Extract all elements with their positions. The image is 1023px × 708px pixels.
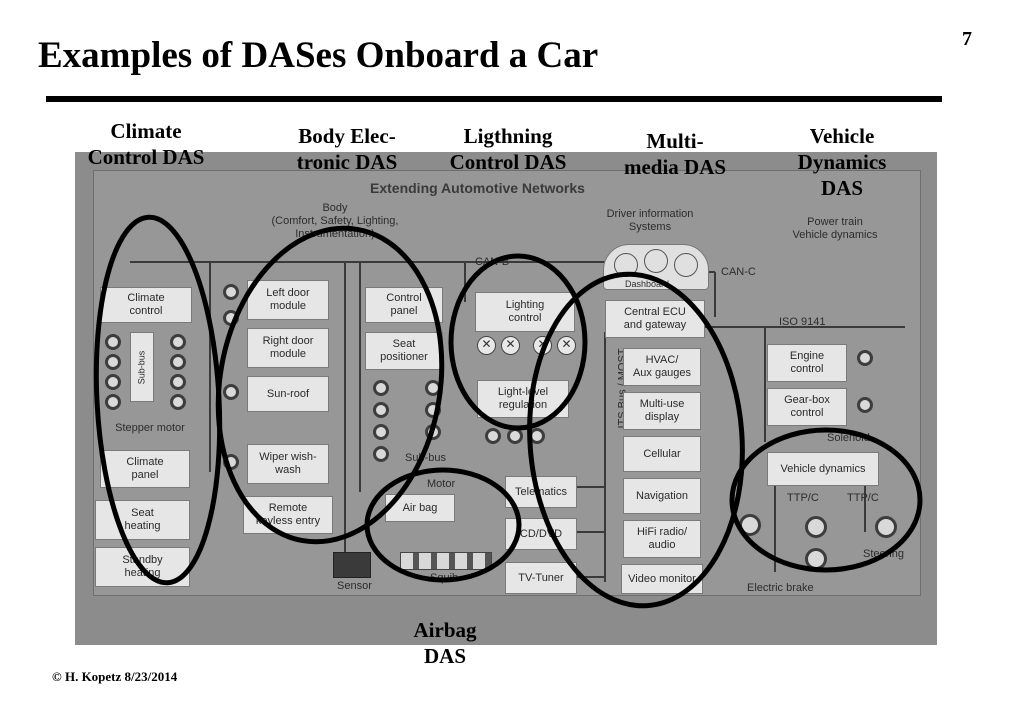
footer-copyright: © H. Kopetz 8/23/2014 [52, 669, 178, 684]
gearbox-control-box: Gear-box control [767, 388, 847, 426]
brake-knob-2 [805, 516, 827, 538]
vehicle-das-label: Vehicle Dynamics DAS [772, 123, 912, 201]
driver-info-caption: Driver information Systems [606, 208, 694, 233]
sensor-block [333, 552, 371, 578]
page-number: 7 [962, 28, 972, 50]
sensor-label: Sensor [337, 580, 372, 592]
climate-control-box: Climate control [100, 287, 192, 323]
lamp-icon-4: ✕ [557, 336, 576, 355]
vehicle-das-line-1: Vehicle [809, 124, 875, 148]
vehicle-das-line-3: DAS [820, 176, 863, 200]
seat-positioner-box: Seat positioner [365, 332, 443, 370]
stepper-knob-5 [170, 334, 186, 350]
left-door-module-box: Left door module [247, 280, 329, 320]
lighting-das-line-1: Ligthning [463, 124, 553, 148]
stepper-knob-2 [105, 354, 121, 370]
vehicle-das-line-2: Dynamics [797, 150, 887, 174]
tv-tuner-box: TV-Tuner [505, 562, 577, 594]
seat-knob-4 [373, 446, 389, 462]
stepper-knob-3 [105, 374, 121, 390]
ttpc-label-1: TTP/C [787, 492, 819, 504]
stepper-knob-1 [105, 334, 121, 350]
stepper-knob-4 [105, 394, 121, 410]
seat-knob-3 [373, 424, 389, 440]
engine-knob [857, 350, 873, 366]
engine-control-box: Engine control [767, 344, 847, 382]
iso-9141-label: ISO 9141 [779, 316, 826, 328]
body-das-line-1: Body Elec- [298, 124, 396, 148]
sun-roof-box: Sun-roof [247, 376, 329, 412]
lighting-control-box: Lighting control [475, 292, 575, 332]
multimedia-das-line-1: Multi- [646, 129, 704, 153]
body-das-line-2: tronic DAS [296, 150, 398, 174]
multimedia-das-ellipse [527, 271, 745, 609]
gauge-icon-3 [674, 253, 698, 277]
vehicle-dynamics-box: Vehicle dynamics [767, 452, 879, 486]
airbag-das-line-1: Airbag [413, 618, 477, 642]
motor-label: Motor [427, 478, 456, 490]
central-ecu-box: Central ECU and gateway [605, 300, 705, 338]
slide-title: Examples of DASes Onboard a Car [38, 35, 599, 76]
multi-use-display-box: Multi-use display [623, 392, 701, 430]
body-knob-3 [223, 384, 239, 400]
photo-heading: Extending Automotive Networks [370, 180, 585, 196]
electric-brake-label: Electric brake [747, 582, 814, 594]
cellular-box: Cellular [623, 436, 701, 472]
stepper-knob-6 [170, 354, 186, 370]
body-das-ellipse [215, 225, 445, 545]
body-knob-1 [223, 284, 239, 300]
dashboard-gauges [603, 244, 709, 290]
network-photo: Extending Automotive Networks Body (Comf… [75, 152, 937, 645]
can-c-label: CAN-C [721, 266, 756, 278]
sub-bus-box: Sub-bus [130, 332, 154, 402]
multimedia-das-label: Multi- media DAS [605, 128, 745, 180]
lighting-das-line-2: Control DAS [449, 150, 567, 174]
multimedia-das-line-2: media DAS [623, 155, 727, 179]
climate-das-line-1: Climate [110, 119, 182, 143]
hvac-box: HVAC/ Aux gauges [623, 348, 701, 386]
stepper-motor-label: Stepper motor [115, 422, 185, 434]
title-rule [46, 96, 942, 102]
climate-panel-box: Climate panel [100, 450, 190, 488]
light-level-box: Light-level regulation [477, 380, 569, 418]
seat-knob-1 [373, 380, 389, 396]
lighting-das-ellipse [448, 253, 588, 431]
seat-knob-2 [373, 402, 389, 418]
steering-knob [875, 516, 897, 538]
vehicle-das-ellipse [729, 427, 923, 573]
lighting-das-label: Ligthning Control DAS [430, 123, 586, 175]
wiper-box: Wiper wish- wash [247, 444, 329, 484]
right-door-module-box: Right door module [247, 328, 329, 368]
dashboard-label: Dashboard [625, 279, 670, 289]
stepper-knob-8 [170, 394, 186, 410]
lamp-icon-1: ✕ [477, 336, 496, 355]
gauge-icon-2 [644, 249, 668, 273]
airbag-das-ellipse [364, 467, 522, 583]
gearbox-knob [857, 397, 873, 413]
climate-das-line-2: Control DAS [87, 145, 205, 169]
airbag-das-label: Airbag DAS [395, 617, 495, 669]
stepper-knob-7 [170, 374, 186, 390]
light-knob-1 [485, 428, 501, 444]
climate-das-label: Climate Control DAS [68, 118, 224, 170]
squib-block [400, 552, 492, 570]
climate-das-ellipse [93, 214, 223, 586]
body-das-label: Body Elec- tronic DAS [272, 123, 422, 175]
lamp-icon-2: ✕ [501, 336, 520, 355]
sub-bus-2-label: Sub-bus [405, 452, 446, 464]
navigation-box: Navigation [623, 478, 701, 514]
hifi-box: HiFi radio/ audio [623, 520, 701, 558]
airbag-das-line-2: DAS [423, 644, 466, 668]
ttpc-label-2: TTP/C [847, 492, 879, 504]
power-train-caption: Power train Vehicle dynamics [792, 216, 878, 241]
